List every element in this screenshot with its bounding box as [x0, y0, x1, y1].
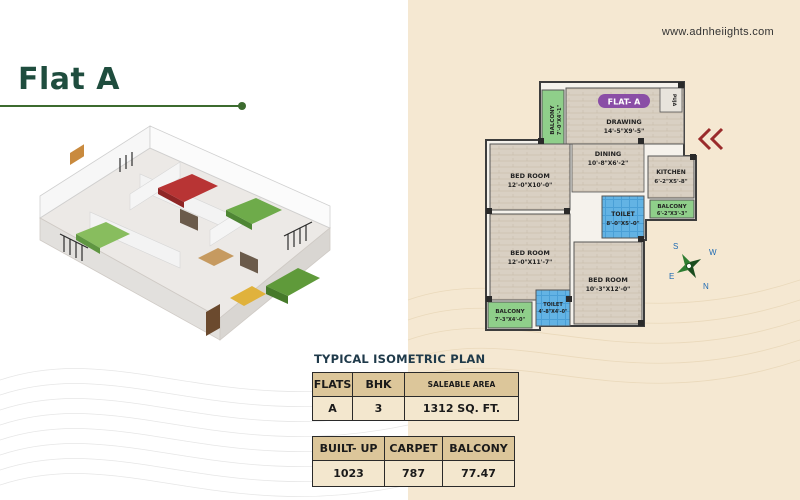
- balcony-2-label: BALCONY: [657, 204, 687, 210]
- header-built-up: BUILT- UP: [312, 436, 385, 461]
- table-row: A 3 1312 SQ. FT.: [312, 396, 519, 421]
- compass-east-label: E: [669, 272, 675, 281]
- table-header-row: BUILT- UP CARPET BALCONY: [312, 436, 515, 461]
- toilet-2-size: 4'-8"X4'-0": [539, 309, 568, 315]
- kitchen-label: KITCHEN: [656, 169, 686, 176]
- title-underline: [0, 105, 240, 107]
- header-balcony: BALCONY: [442, 436, 515, 461]
- flat-label: FLAT- A: [608, 98, 642, 107]
- drawing-label: DRAWING: [606, 118, 642, 126]
- bed-room-3-label: BED ROOM: [588, 276, 628, 284]
- website-url[interactable]: www.adnheiights.com: [661, 26, 774, 38]
- title-underline-dot: [238, 102, 246, 110]
- balcony-1-label: BALCONY: [550, 104, 556, 134]
- header-flats: FLATS: [312, 372, 353, 397]
- cell-carpet: 787: [384, 460, 443, 487]
- dining-size: 10'-8"X6'-2": [588, 160, 628, 167]
- page-title: Flat A: [18, 62, 121, 97]
- isometric-plan-heading: TYPICAL ISOMETRIC PLAN: [314, 352, 486, 366]
- bed-room-2-label: BED ROOM: [510, 249, 550, 257]
- compass-south-label: S: [673, 242, 679, 251]
- drawing-size: 14'-5"X9'-5": [604, 128, 644, 135]
- compass-rose-icon: [676, 253, 702, 279]
- header-bhk: BHK: [352, 372, 405, 397]
- compass-west-label: W: [709, 248, 717, 257]
- isometric-plan-illustration: [39, 125, 331, 341]
- cell-bhk: 3: [352, 396, 405, 421]
- bed-room-1-label: BED ROOM: [510, 172, 550, 180]
- cell-balcony: 77.47: [442, 460, 515, 487]
- bed-room-2-size: 12'-0"X11'-7": [508, 259, 553, 266]
- kitchen-size: 6'-2"X5'-8": [654, 179, 687, 185]
- toilet-2-label: TOILET: [543, 302, 563, 308]
- cell-built-up: 1023: [312, 460, 385, 487]
- entrance-arrow-icon: [697, 127, 724, 151]
- compass: S E W N: [665, 240, 725, 291]
- cell-saleable-area: 1312 SQ. FT.: [404, 396, 519, 421]
- bed-room-1-size: 12'-0"X10'-0": [508, 182, 553, 189]
- header-saleable-area: SALEABLE AREA: [404, 372, 519, 397]
- balcony-2-size: 6'-2"X3'-3": [657, 211, 688, 217]
- cell-flat: A: [312, 396, 353, 421]
- dining-label: DINING: [595, 150, 621, 158]
- toilet-1-size: 8'-0"X5'-0": [606, 221, 639, 227]
- compass-north-label: N: [703, 282, 709, 291]
- balcony-3-size: 7'-3"X4'-0": [495, 317, 526, 323]
- area-breakdown-table: BUILT- UP CARPET BALCONY 1023 787 77.47: [312, 436, 515, 487]
- header-carpet: CARPET: [384, 436, 443, 461]
- flat-summary-table: FLATS BHK SALEABLE AREA A 3 1312 SQ. FT.: [312, 372, 519, 421]
- toilet-1-label: TOILET: [611, 211, 635, 218]
- bed-room-3-size: 10'-3"X12'-0": [586, 286, 631, 293]
- puja-label: PUJA: [671, 94, 677, 107]
- floor-plan: FLAT- A DRAWING 14'-5"X9'-5" DINING 10'-…: [485, 81, 697, 331]
- table-header-row: FLATS BHK SALEABLE AREA: [312, 372, 519, 397]
- table-row: 1023 787 77.47: [312, 460, 515, 487]
- balcony-1-size: 7'-0"X4'-1": [557, 105, 563, 136]
- balcony-3-label: BALCONY: [495, 309, 525, 315]
